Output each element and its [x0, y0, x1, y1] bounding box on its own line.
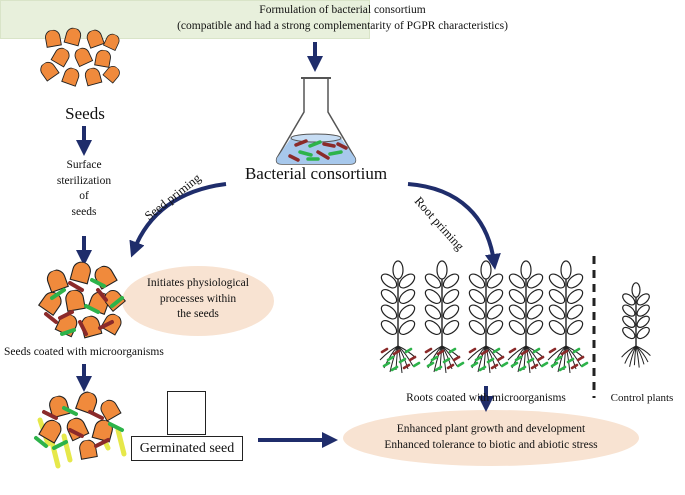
seeds-coated-label: Seeds coated with microorganisms — [4, 346, 164, 358]
enhanced-ellipse — [343, 410, 639, 466]
plant-icon — [423, 260, 465, 374]
physiological-line-1: Initiates physiological — [147, 277, 249, 289]
plants-with-coated-roots-icon — [379, 260, 589, 374]
physiological-label: Initiates physiological processes within… — [122, 276, 274, 323]
arrow-seed-priming — [129, 182, 227, 258]
formulation-subtitle: (compatible and had a strong complementa… — [177, 20, 508, 32]
physiological-line-2: processes within — [159, 292, 237, 305]
germinated-seed-label: Germinated seed — [131, 436, 243, 461]
seeds-label: Seeds — [65, 104, 105, 123]
roots-coated-label: Roots coated with microorganisms — [406, 392, 566, 404]
seeds-cluster-icon — [37, 25, 123, 87]
coated-seeds-icon — [38, 259, 126, 339]
germinated-seeds-cluster-icon — [34, 389, 127, 469]
sterilization-line-1: Surface — [66, 159, 102, 171]
enhanced-label: Enhanced plant growth and development En… — [343, 422, 639, 453]
formulation-box: Formulation of bacterial consortium (com… — [0, 0, 508, 39]
plant-icon — [379, 260, 421, 374]
formulation-title: Formulation of bacterial consortium — [259, 4, 426, 16]
enhanced-line-1: Enhanced plant growth and development — [396, 423, 586, 435]
plant-icon — [507, 260, 549, 374]
flask-icon — [275, 77, 357, 165]
arrow-root-priming — [407, 182, 501, 270]
sterilization-line-2: sterilization — [56, 174, 112, 187]
sterilization-line-3: of — [79, 190, 89, 203]
plant-icon — [547, 260, 589, 374]
germinated-seed-box — [167, 391, 206, 435]
plant-icon — [467, 260, 509, 374]
plant-icon — [621, 282, 651, 368]
control-plants-label: Control plants — [610, 392, 674, 404]
enhanced-line-2: Enhanced tolerance to biotic and abiotic… — [384, 438, 598, 451]
consortium-label: Bacterial consortium — [244, 164, 388, 183]
sterilization-line-4: seeds — [71, 205, 97, 218]
physiological-line-3: the seeds — [177, 308, 219, 321]
sterilization-label: Surface sterilization of seeds — [44, 158, 124, 220]
control-plant-icon — [621, 282, 651, 368]
physiological-ellipse — [122, 266, 274, 336]
